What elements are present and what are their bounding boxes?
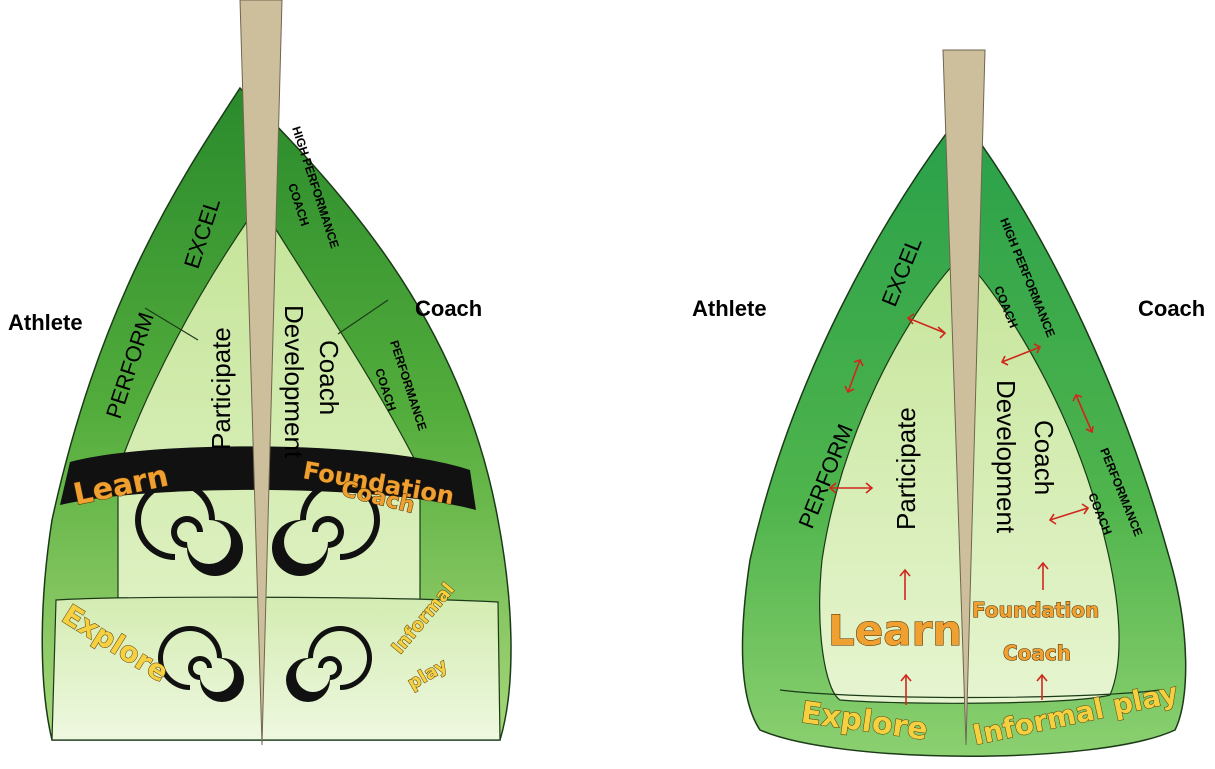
right-coach-label: Coach — [1138, 296, 1205, 321]
right-development-label: Development — [991, 380, 1021, 534]
right-learn-label: Learn — [828, 606, 962, 655]
right-participate-label: Participate — [891, 407, 921, 530]
left-coach-label: Coach — [415, 296, 482, 321]
left-participate-label: Participate — [206, 327, 236, 450]
left-diagram: Athlete Coach EXCEL PERFORM HIGH PERFORM… — [8, 0, 511, 745]
right-foundation-coach-label: Coach — [1003, 641, 1071, 665]
right-foundation-label: Foundation — [972, 598, 1099, 622]
left-development-label: Development — [279, 305, 309, 459]
right-diagram: Athlete Coach EXCEL PERFORM HIGH PERFORM… — [692, 50, 1205, 756]
left-athlete-label: Athlete — [8, 310, 83, 335]
left-coach-inner-label: Coach — [314, 340, 344, 415]
right-coach-inner-label: Coach — [1029, 420, 1059, 495]
right-athlete-label: Athlete — [692, 296, 767, 321]
